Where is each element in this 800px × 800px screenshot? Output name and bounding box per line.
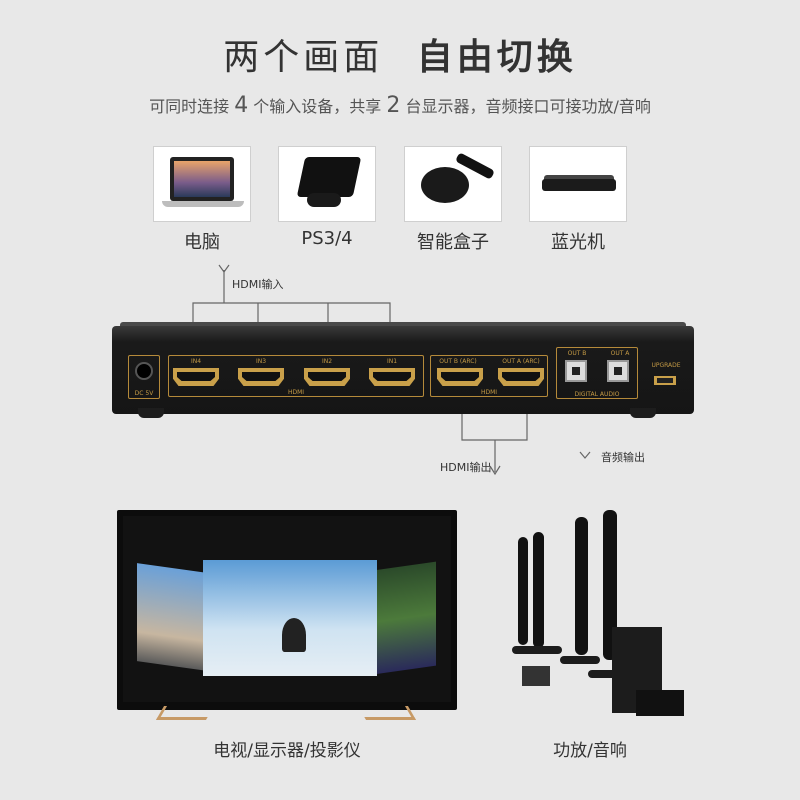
input-arrow xyxy=(218,264,230,274)
port-label-in4: IN4 xyxy=(190,358,202,365)
audio-port-label-out-b: OUT B xyxy=(567,350,587,357)
hdmi-input-label: HDMI输入 xyxy=(232,278,284,291)
subtitle-num-inputs: 4 xyxy=(234,93,249,118)
port-label-out-a: OUT A (ARC) xyxy=(502,358,540,365)
power-jack-icon xyxy=(135,362,153,380)
source-card-laptop xyxy=(153,146,251,222)
subtitle-text1: 可同时连接 xyxy=(149,97,230,116)
port-label-out-b: OUT B (ARC) xyxy=(439,358,477,365)
digital-audio-group-label: DIGITAL AUDIO xyxy=(574,391,620,398)
input-bracket xyxy=(192,302,391,326)
page-title: 两个画面 自由切换 xyxy=(0,28,800,80)
source-label-laptop: 电脑 xyxy=(184,232,220,253)
tv-leg-right xyxy=(357,706,417,720)
screen-panel-game xyxy=(374,561,436,675)
upgrade-label: UPGRADE xyxy=(651,362,681,369)
port-label-in3: IN3 xyxy=(255,358,267,365)
dc-power-port: DC 5V xyxy=(128,355,160,399)
source-label-bluray: 蓝光机 xyxy=(551,232,605,253)
optical-port-out-b[interactable] xyxy=(565,360,587,382)
audio-output-label: 音频输出 xyxy=(601,451,645,464)
tv-leg-left xyxy=(155,706,215,720)
port-label-in2: IN2 xyxy=(321,358,333,365)
page-subtitle: 可同时连接 4 个输入设备，共享 2 台显示器，音频接口可接功放/音响 xyxy=(0,93,800,118)
subtitle-num-displays: 2 xyxy=(386,93,401,118)
hdmi-output-group-label: HDMI xyxy=(480,389,498,396)
hdmi-port-out-b[interactable] xyxy=(437,368,483,386)
subtitle-text3: 台显示器，音频接口可接功放/音响 xyxy=(405,97,651,116)
optical-port-out-a[interactable] xyxy=(607,360,629,382)
hdmi-input-group: HDMI xyxy=(168,355,424,397)
device-foot-right xyxy=(630,408,656,418)
source-label-smart-box: 智能盒子 xyxy=(417,232,489,253)
audio-port-label-out-a: OUT A xyxy=(610,350,630,357)
upgrade-usb-port[interactable] xyxy=(654,376,676,385)
speaker-label: 功放/音响 xyxy=(553,741,627,761)
title-part1: 两个画面 xyxy=(223,37,384,78)
audio-arrow xyxy=(579,451,591,459)
subtitle-text2: 个输入设备，共享 xyxy=(253,97,382,116)
source-card-bluray xyxy=(529,146,627,222)
hdmi-port-in4[interactable] xyxy=(173,368,219,386)
hdmi-port-in1[interactable] xyxy=(369,368,415,386)
port-label-in1: IN1 xyxy=(386,358,398,365)
device-foot-left xyxy=(138,408,164,418)
output-bracket xyxy=(461,414,528,441)
source-label-console: PS3/4 xyxy=(301,228,353,249)
hdmi-port-in2[interactable] xyxy=(304,368,350,386)
title-part2: 自由切换 xyxy=(416,37,577,78)
screen-panel-city xyxy=(137,563,207,671)
tree-image xyxy=(282,618,306,652)
output-arrow xyxy=(489,465,501,476)
source-card-smart-box xyxy=(404,146,502,222)
hdmi-port-in3[interactable] xyxy=(238,368,284,386)
digital-audio-group: DIGITAL AUDIO xyxy=(556,347,638,399)
tv-label: 电视/显示器/投影仪 xyxy=(213,741,361,761)
source-card-console xyxy=(278,146,376,222)
hdmi-input-group-label: HDMI xyxy=(287,389,305,396)
hdmi-output-group: HDMI xyxy=(430,355,548,397)
hdmi-output-label: HDMI输出 xyxy=(440,461,492,474)
dc-label: DC 5V xyxy=(134,390,154,397)
hdmi-port-out-a[interactable] xyxy=(498,368,544,386)
